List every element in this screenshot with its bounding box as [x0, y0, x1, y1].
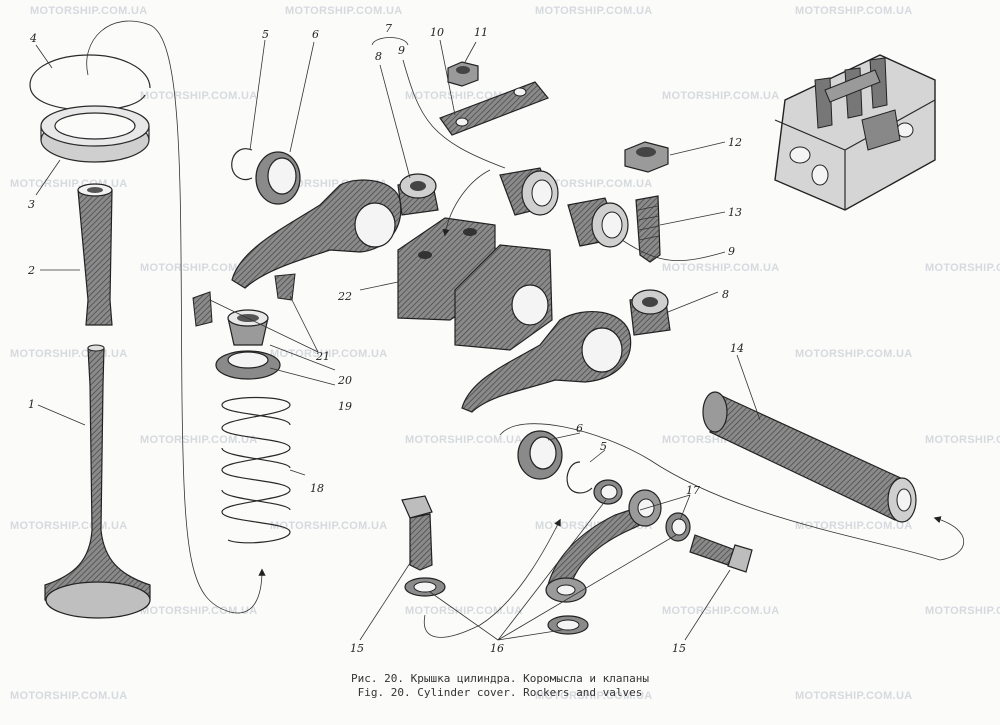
part-20-spring-cap	[227, 309, 269, 346]
label-17: 17	[686, 484, 700, 497]
label-16: 16	[490, 642, 504, 655]
part-2-valve-guide	[77, 183, 113, 326]
watermark: MOTORSHIP.COM.UA	[140, 434, 258, 446]
watermark: MOTORSHIP.COM.UA	[140, 605, 258, 617]
part-9-bushing-lower	[567, 197, 629, 248]
part-9-bushing-upper	[499, 167, 559, 216]
label-9-top: 9	[398, 44, 405, 57]
label-18: 18	[310, 482, 324, 495]
label-6-lower: 6	[576, 422, 583, 435]
part-15-banjo-bolt-right	[689, 534, 753, 573]
watermark: MOTORSHIP.COM.UA	[405, 434, 523, 446]
part-18-valve-spring	[221, 396, 291, 544]
label-8-top: 8	[375, 50, 382, 63]
watermark: MOTORSHIP.COM.UA	[662, 605, 780, 617]
label-5-lower: 5	[600, 440, 607, 453]
watermark: MOTORSHIP.COM.UA	[795, 690, 913, 702]
part-1-valve	[44, 344, 151, 619]
part-5-ring-top	[231, 148, 253, 181]
watermark: MOTORSHIP.COM.UA	[140, 262, 258, 274]
watermark: MOTORSHIP.COM.UA	[795, 348, 913, 360]
part-8-rocker-lower	[461, 289, 671, 413]
label-10: 10	[430, 26, 444, 39]
watermark: MOTORSHIP.COM.UA	[405, 605, 523, 617]
part-4-snap-ring	[29, 54, 151, 111]
caption-english: Fig. 20. Cylinder cover. Rockers and val…	[357, 686, 643, 699]
label-3: 3	[28, 198, 35, 211]
watermark: MOTORSHIP.COM.UA	[925, 605, 1000, 617]
part-14-rocker-shaft	[702, 391, 917, 523]
watermark: MOTORSHIP.COM.UA	[795, 520, 913, 532]
label-13: 13	[728, 206, 742, 219]
part-6-washer-top	[255, 151, 301, 205]
watermark: MOTORSHIP.COM.UA	[30, 5, 148, 17]
watermark: MOTORSHIP.COM.UA	[795, 5, 913, 17]
label-14: 14	[730, 342, 744, 355]
watermark: MOTORSHIP.COM.UA	[270, 348, 388, 360]
watermark: MOTORSHIP.COM.UA	[285, 5, 403, 17]
part-3-seat-ring	[40, 105, 150, 163]
watermark: MOTORSHIP.COM.UA	[140, 90, 258, 102]
label-12: 12	[728, 136, 742, 149]
label-6-top: 6	[312, 28, 319, 41]
label-21: 21	[315, 350, 330, 363]
label-4: 4	[29, 32, 37, 45]
label-9-right: 9	[728, 245, 735, 258]
part-11-nut	[447, 61, 479, 87]
part-15-banjo-bolt-left	[401, 495, 433, 571]
caption-russian: Рис. 20. Крышка цилиндра. Коромысла и кл…	[350, 672, 649, 685]
part-13-adjusting-screw	[635, 195, 661, 263]
part-22-rocker-bracket	[397, 217, 553, 351]
watermark: MOTORSHIP.COM.UA	[535, 690, 653, 702]
part-12-adjusting-nut	[624, 141, 669, 173]
label-5-top: 5	[262, 28, 269, 41]
watermark: MOTORSHIP.COM.UA	[535, 178, 653, 190]
part-19-spring-washer	[215, 350, 281, 380]
label-19: 19	[338, 400, 352, 413]
part-17-banjo-fitting	[545, 489, 662, 603]
watermark: MOTORSHIP.COM.UA	[535, 5, 653, 17]
label-11: 11	[474, 26, 488, 39]
part-16-washers	[404, 479, 691, 635]
watermark: MOTORSHIP.COM.UA	[662, 90, 780, 102]
label-22: 22	[337, 290, 352, 303]
label-8-right: 8	[722, 288, 729, 301]
watermark: MOTORSHIP.COM.UA	[270, 520, 388, 532]
part-10-locking-plate	[439, 81, 549, 136]
part-21-cotters	[192, 273, 296, 327]
watermark: MOTORSHIP.COM.UA	[925, 434, 1000, 446]
part-5-ring-lower	[566, 461, 593, 494]
watermark: MOTORSHIP.COM.UA	[925, 262, 1000, 274]
watermark: MOTORSHIP.COM.UA	[10, 690, 128, 702]
part-6-washer-lower	[517, 430, 563, 480]
label-1: 1	[28, 398, 35, 411]
label-15-left: 15	[350, 642, 364, 655]
cylinder-head-inset	[774, 54, 936, 211]
part-8-rocker-upper	[231, 173, 439, 289]
label-2: 2	[27, 264, 35, 277]
label-7: 7	[385, 22, 392, 35]
label-20: 20	[337, 374, 352, 387]
label-15-right: 15	[672, 642, 686, 655]
watermark: MOTORSHIP.COM.UA	[662, 262, 780, 274]
